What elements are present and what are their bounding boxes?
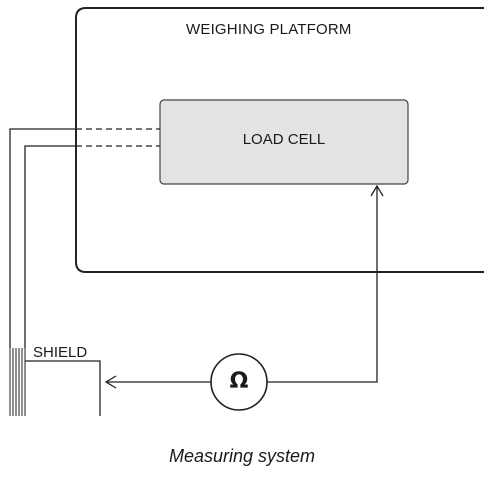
load-cell-box	[159, 99, 409, 185]
cable-wire-inner	[24, 145, 76, 348]
arrowhead-to-loadcell	[370, 184, 384, 197]
cable-wire-strands	[9, 348, 26, 416]
cable-wire-outer	[9, 128, 76, 348]
figure-caption: Measuring system	[168, 446, 316, 466]
arrowhead-to-shield	[104, 375, 117, 389]
weighing-platform-label: WEIGHING PLATFORM	[186, 21, 352, 38]
meter-to-loadcell-line	[267, 186, 378, 383]
load-cell-label: LOAD CELL	[242, 131, 326, 148]
weighing-platform-outline	[75, 7, 484, 273]
shield-label: SHIELD	[33, 344, 88, 361]
ohmmeter-icon: Ω	[229, 369, 249, 394]
shield-conductor	[25, 360, 101, 416]
